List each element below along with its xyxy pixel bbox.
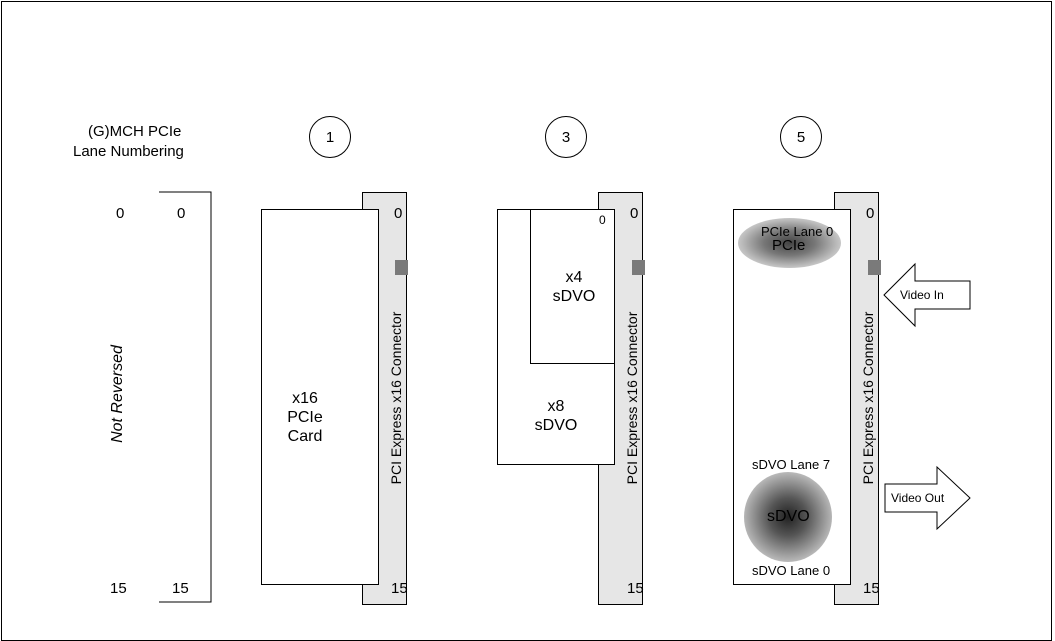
card-line-x16: x16: [292, 390, 318, 407]
config-3-inner-card: [530, 209, 615, 364]
lane-top-right: 0: [177, 205, 186, 222]
outer-line-x8: x8: [547, 398, 565, 415]
config-1-connector-label: PCI Express x16 Connector: [388, 311, 404, 485]
config-3-connector-top: 0: [630, 205, 639, 222]
header-line2: Lane Numbering: [73, 143, 184, 160]
pcie-blob-label: PCIe: [772, 237, 806, 254]
lane-top-left: 0: [116, 205, 125, 222]
card-line-card: Card: [287, 428, 323, 445]
lane-bottom-right: 15: [172, 580, 189, 597]
config-1-number: 1: [309, 116, 351, 158]
config-5-connector-bottom: 15: [863, 580, 880, 597]
sdvo-top-label: sDVO Lane 7: [752, 457, 831, 472]
config-3-connector-label: PCI Express x16 Connector: [624, 311, 640, 485]
header-line1: (G)MCH PCIe: [88, 123, 182, 140]
sdvo-bottom-label: sDVO Lane 0: [752, 563, 831, 578]
config-3-connector-key: [632, 260, 645, 275]
config-5-connector-label: PCI Express x16 Connector: [860, 311, 876, 485]
sdvo-blob-label: sDVO: [767, 508, 810, 525]
config-1-connector-top: 0: [394, 205, 403, 222]
config-3-number: 3: [545, 116, 587, 158]
config-1-card: [261, 209, 379, 585]
card-line-pcie: PCIe: [287, 409, 323, 426]
config-5-connector-key: [868, 260, 881, 275]
video-in-arrow: [883, 262, 971, 328]
config-3-outer-label: x8 sDVO: [518, 397, 594, 435]
inner-line-sdvo: sDVO: [552, 288, 596, 305]
inner-line-x4: x4: [565, 269, 583, 286]
sdvo-blob: [744, 472, 832, 562]
config-3-inner-label: x4 sDVO: [536, 268, 612, 306]
not-reversed-label: Not Reversed: [109, 345, 126, 443]
pcie-lane-label: PCIe Lane 0: [761, 224, 834, 239]
video-out-label: Video Out: [891, 491, 945, 505]
lane-bottom-left: 15: [110, 580, 127, 597]
video-in-label: Video In: [900, 288, 944, 302]
config-3-inner-card-lane: 0: [599, 213, 606, 227]
config-1-card-label: x16 PCIe Card: [270, 389, 340, 446]
config-3-connector-bottom: 15: [627, 580, 644, 597]
config-1-connector-bottom: 15: [391, 580, 408, 597]
lane-bracket: [159, 191, 212, 603]
pcie-blob: [738, 218, 841, 268]
config-5-connector-top: 0: [866, 205, 875, 222]
video-out-arrow: [884, 465, 971, 531]
config-5-number: 5: [780, 116, 822, 158]
outer-line-sdvo: sDVO: [534, 417, 578, 434]
config-1-connector-key: [395, 260, 408, 275]
